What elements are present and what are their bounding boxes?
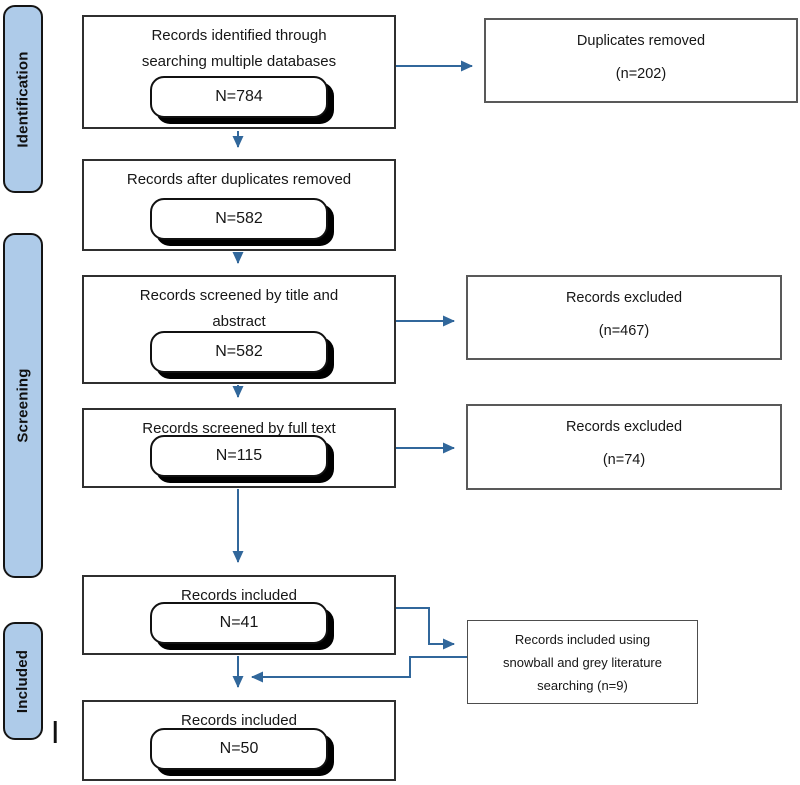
box-records-included-final: Records included N=50 [82, 700, 396, 781]
arrow-included-to-snowball [396, 607, 455, 650]
arrow-snowball-to-included-final [251, 656, 467, 683]
box-after-duplicates: Records after duplicates removed N=582 [82, 159, 396, 251]
box-records-included-initial: Records included N=41 [82, 575, 396, 655]
text-cursor-mark: | [52, 717, 59, 743]
stage-label-screening-text: Screening [14, 368, 32, 443]
box-records-included-initial-line1: Records included [181, 587, 297, 604]
box-snowball-line2: snowball and grey literature [503, 655, 662, 670]
box-records-identified-line1: Records identified through [151, 27, 327, 44]
box-duplicates-removed: Duplicates removed (n=202) [484, 18, 798, 103]
box-records-identified: Records identified through searching mul… [82, 15, 396, 129]
count-pill-41: N=41 [150, 602, 328, 644]
box-screened-full-text: Records screened by full text N=115 [82, 408, 396, 488]
box-screened-full-text-line1: Records screened by full text [142, 420, 336, 437]
count-pill-582b: N=582 [150, 331, 328, 373]
box-duplicates-removed-line2: (n=202) [615, 66, 667, 82]
box-records-excluded-fulltext-line1: Records excluded [565, 419, 683, 435]
box-records-excluded-title-line2: (n=467) [598, 323, 650, 339]
box-records-excluded-fulltext: Records excluded (n=74) [466, 404, 782, 490]
count-pill-115: N=115 [150, 435, 328, 477]
box-snowball-grey-literature: Records included using snowball and grey… [467, 620, 698, 704]
box-snowball-line1: Records included using [514, 632, 651, 647]
stage-label-screening: Screening [3, 233, 43, 578]
box-records-excluded-fulltext-line2: (n=74) [602, 452, 646, 468]
stage-label-included-text: Included [14, 649, 32, 713]
count-pill-50: N=50 [150, 728, 328, 770]
box-screened-title-abstract: Records screened by title and abstract N… [82, 275, 396, 384]
box-snowball-line3: searching (n=9) [537, 678, 628, 693]
count-pill-784: N=784 [150, 76, 328, 118]
box-records-excluded-title: Records excluded (n=467) [466, 275, 782, 360]
box-duplicates-removed-line1: Duplicates removed [576, 33, 706, 49]
box-records-identified-line2: searching multiple databases [141, 53, 337, 70]
stage-label-included: Included [3, 622, 43, 740]
count-pill-582a: N=582 [150, 198, 328, 240]
stage-label-identification: Identification [3, 5, 43, 193]
box-screened-title-abstract-line1: Records screened by title and [139, 287, 339, 304]
stage-label-identification-text: Identification [14, 50, 32, 148]
box-screened-title-abstract-line2: abstract [212, 313, 266, 330]
box-after-duplicates-line1: Records after duplicates removed [126, 171, 352, 188]
box-records-included-final-line1: Records included [181, 712, 297, 729]
box-records-excluded-title-line1: Records excluded [565, 290, 683, 306]
